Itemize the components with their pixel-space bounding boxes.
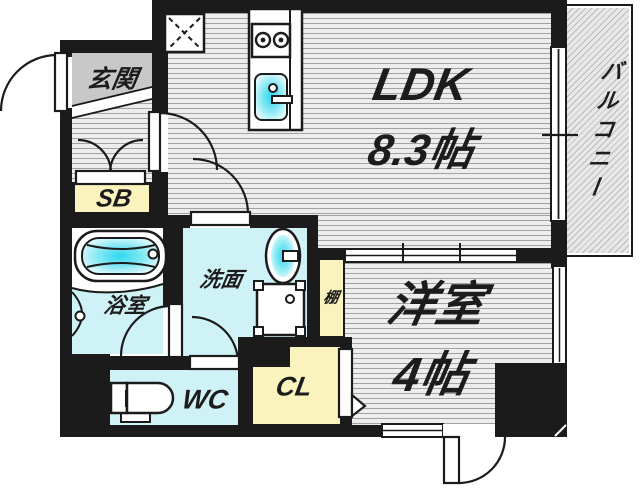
wall-washroom-right [307,215,318,346]
label-ldk-size: 8.3帖 [364,126,478,175]
label-wc: WC [179,384,231,415]
label-closet: CL [273,371,315,402]
wall-bath-washroom [163,228,183,306]
label-genkan: 玄関 [84,65,140,94]
wall-block-bottom-right [495,363,567,437]
label-western-room-size: 4帖 [389,349,474,402]
room-ldk-floor-lower [318,215,551,248]
label-shelf: 棚 [321,289,341,307]
wall-top [152,0,567,13]
wall-bottom [60,425,383,437]
wall-genkan-ldk-upper [152,13,168,113]
wall-mid-right [250,215,318,228]
room-ldk-floor [168,13,551,215]
wall-slider-right [517,248,557,263]
wall-left-upper [60,40,72,57]
wall-mid-left [60,215,190,228]
entrance-door-icon [0,51,69,113]
wall-block-bottom-left [60,354,110,437]
label-western-room: 洋室 [383,279,489,332]
wall-bath-bottom [110,356,190,370]
label-bathroom: 浴室 [101,294,149,318]
western-bottom-window-icon [381,423,444,438]
wall-bottom-sliver [441,425,445,437]
wall-genkan-top [60,40,152,53]
label-washroom: 洗面 [197,268,245,292]
label-ldk: LDK [369,58,473,110]
label-shoe-box: SB [94,184,134,213]
wall-right-top [551,0,567,50]
room-bathroom-floor [72,228,163,354]
wall-genkan-ldk-lower [152,172,168,228]
shelf-box [318,258,345,338]
closet-box-upper [290,347,340,424]
wall-right-mid [551,219,567,268]
